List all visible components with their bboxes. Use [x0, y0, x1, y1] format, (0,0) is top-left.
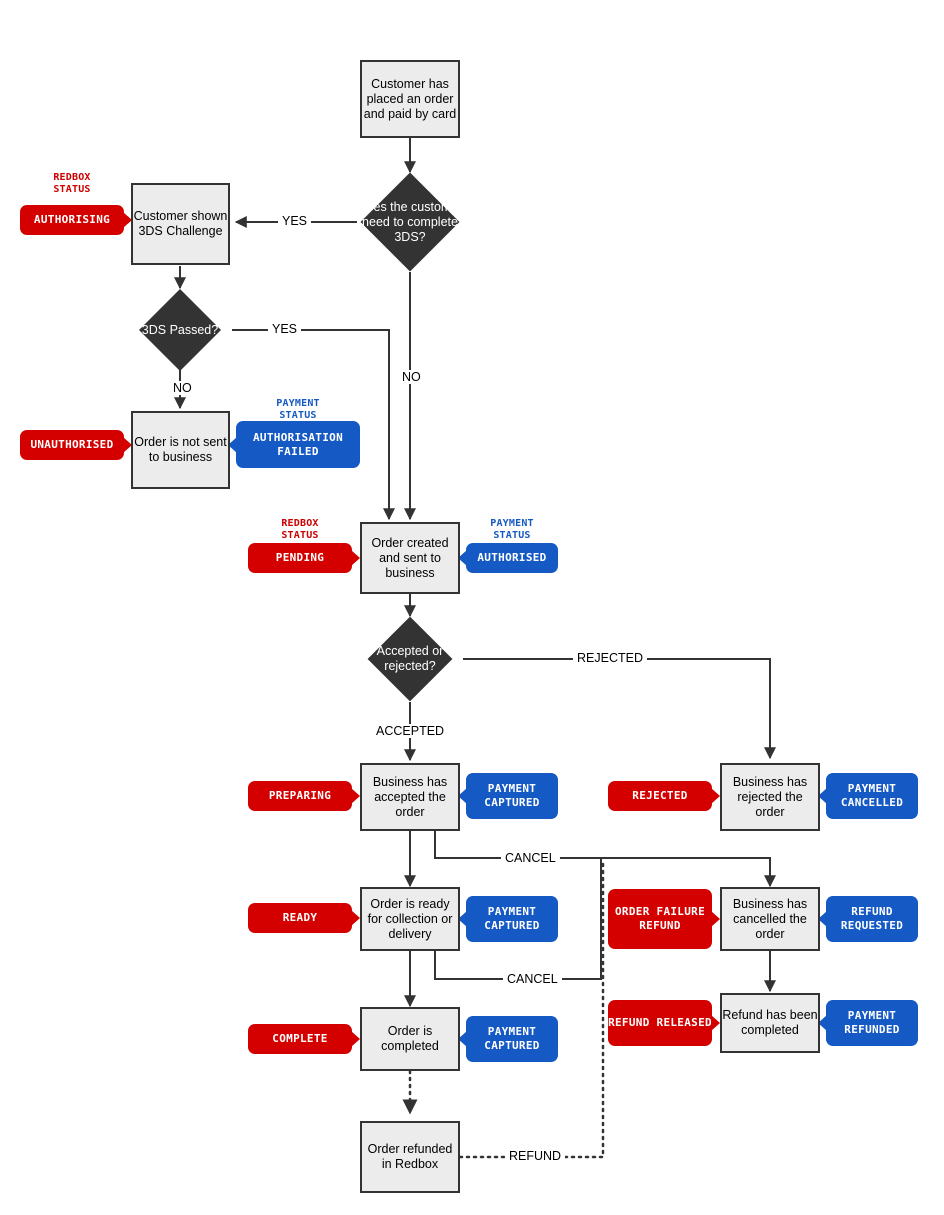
- badge-label: AUTHORISED: [477, 551, 547, 564]
- caption-line-2: STATUS: [53, 184, 91, 195]
- caption-line-1: REDBOX: [281, 518, 319, 529]
- caption-line-2: STATUS: [493, 530, 531, 541]
- badge-label: REFUND RELEASED: [608, 1016, 712, 1029]
- node-order-completed[interactable]: Order is completed: [360, 1007, 460, 1071]
- badge-label: PAYMENT CAPTURED: [484, 782, 540, 809]
- edge-label-text: CANCEL: [507, 972, 558, 986]
- caption-line-2: STATUS: [279, 410, 317, 421]
- node-label: Order is completed: [381, 1024, 439, 1053]
- badge-authorising[interactable]: AUTHORISING: [20, 205, 132, 235]
- badge-order-failure-refund[interactable]: ORDER FAILURE REFUND: [608, 889, 720, 949]
- edge-label-text: YES: [272, 322, 298, 336]
- badge-label: READY: [282, 911, 318, 924]
- badge-label: COMPLETE: [272, 1032, 328, 1045]
- badge-payment-captured-ready[interactable]: PAYMENT CAPTURED: [458, 896, 558, 942]
- edge-label-text: CANCEL: [505, 851, 556, 865]
- node-label: Business has cancelled the order: [732, 896, 808, 941]
- edge-label-text: REFUND: [509, 1149, 562, 1163]
- caption-payment-status-authorised: PAYMENT STATUS: [466, 518, 558, 542]
- badge-authorisation-failed[interactable]: AUTHORISATION FAILED: [228, 421, 360, 468]
- badge-label: REFUND REQUESTED: [840, 905, 904, 932]
- node-label: Business has rejected the order: [732, 774, 808, 819]
- badge-payment-refunded[interactable]: PAYMENT REFUNDED: [818, 1000, 918, 1046]
- edge-label-no-passed: NO: [169, 381, 196, 395]
- badge-label: PAYMENT REFUNDED: [844, 1009, 900, 1036]
- node-3ds-needed[interactable]: Does the customer need to complete 3DS?: [358, 172, 462, 272]
- badge-preparing[interactable]: PREPARING: [248, 781, 360, 811]
- badge-label: PREPARING: [268, 789, 332, 802]
- badge-pending[interactable]: PENDING: [248, 543, 360, 573]
- caption-line-2: STATUS: [281, 530, 319, 541]
- edge-label-cancel-ready: CANCEL: [503, 972, 562, 986]
- node-3ds-challenge[interactable]: Customer shown 3DS Challenge: [131, 183, 230, 265]
- node-order-placed[interactable]: Customer has placed an order and paid by…: [360, 60, 460, 138]
- caption-redbox-status-authorising: REDBOX STATUS: [20, 172, 124, 196]
- badge-label: REJECTED: [632, 789, 688, 802]
- badge-rejected[interactable]: REJECTED: [608, 781, 720, 811]
- badge-payment-cancelled[interactable]: PAYMENT CANCELLED: [818, 773, 918, 819]
- badge-label: ORDER FAILURE REFUND: [615, 905, 705, 932]
- edge-label-text: NO: [173, 381, 192, 395]
- edge-label-no-3ds: NO: [398, 370, 425, 384]
- node-order-not-sent[interactable]: Order is not sent to business: [131, 411, 230, 489]
- badge-ready[interactable]: READY: [248, 903, 360, 933]
- node-3ds-passed[interactable]: 3DS Passed?: [138, 288, 222, 372]
- node-label: Customer shown 3DS Challenge: [133, 209, 228, 238]
- badge-unauthorised[interactable]: UNAUTHORISED: [20, 430, 132, 460]
- badge-refund-requested[interactable]: REFUND REQUESTED: [818, 896, 918, 942]
- edge-label-text: REJECTED: [577, 651, 643, 665]
- edge-label-rejected: REJECTED: [573, 651, 647, 665]
- node-business-rejected[interactable]: Business has rejected the order: [720, 763, 820, 831]
- edge-label-refund: REFUND: [505, 1149, 566, 1163]
- edge-label-cancel-accepted: CANCEL: [501, 851, 560, 865]
- caption-line-1: PAYMENT: [276, 398, 320, 409]
- badge-label: UNAUTHORISED: [30, 438, 114, 451]
- diamond-shape: [360, 172, 460, 272]
- node-label: Order refunded in Redbox: [367, 1142, 453, 1171]
- node-business-cancelled[interactable]: Business has cancelled the order: [720, 887, 820, 951]
- node-order-ready[interactable]: Order is ready for collection or deliver…: [360, 887, 460, 951]
- edge-label-yes-passed: YES: [268, 322, 302, 336]
- edge-label-text: NO: [402, 370, 421, 384]
- node-refund-completed[interactable]: Refund has been completed: [720, 993, 820, 1053]
- node-order-refunded-redbox[interactable]: Order refunded in Redbox: [360, 1121, 460, 1193]
- edge-label-text: YES: [282, 214, 308, 228]
- caption-payment-status-auth-failed: PAYMENT STATUS: [236, 398, 360, 422]
- node-order-created[interactable]: Order created and sent to business: [360, 522, 460, 594]
- diamond-shape: [367, 616, 453, 702]
- node-label: Order is ready for collection or deliver…: [367, 896, 453, 941]
- caption-redbox-status-pending: REDBOX STATUS: [248, 518, 352, 542]
- node-label: Customer has placed an order and paid by…: [363, 76, 457, 121]
- badge-label: AUTHORISATION FAILED: [253, 430, 343, 458]
- node-label: Order is not sent to business: [134, 435, 227, 464]
- node-business-accepted[interactable]: Business has accepted the order: [360, 763, 460, 831]
- badge-label: AUTHORISING: [33, 213, 111, 226]
- badge-label: PAYMENT CANCELLED: [840, 782, 904, 809]
- badge-authorised[interactable]: AUTHORISED: [458, 543, 558, 573]
- badge-refund-released[interactable]: REFUND RELEASED: [608, 1000, 720, 1046]
- badge-payment-captured-complete[interactable]: PAYMENT CAPTURED: [458, 1016, 558, 1062]
- edge-label-accepted: ACCEPTED: [372, 724, 449, 738]
- badge-label: PAYMENT CAPTURED: [484, 1025, 540, 1052]
- badge-label: PAYMENT CAPTURED: [484, 905, 540, 932]
- edge-label-yes-3ds: YES: [278, 214, 312, 228]
- caption-line-1: PAYMENT: [490, 518, 534, 529]
- badge-complete[interactable]: COMPLETE: [248, 1024, 360, 1054]
- node-label: Order created and sent to business: [371, 535, 449, 580]
- edge-refund-dotted: [458, 858, 605, 1159]
- edge-decision-rejected: [463, 658, 776, 760]
- node-label: Business has accepted the order: [372, 774, 448, 819]
- diamond-shape: [138, 288, 222, 372]
- node-accepted-or-rejected[interactable]: Accepted or rejected?: [367, 616, 453, 702]
- edge-label-text: ACCEPTED: [376, 724, 445, 738]
- badge-label: PENDING: [275, 551, 325, 564]
- edge-accepted-cancel: [434, 831, 776, 888]
- badge-payment-captured-accepted[interactable]: PAYMENT CAPTURED: [458, 773, 558, 819]
- node-label: Refund has been completed: [722, 1008, 818, 1037]
- caption-line-1: REDBOX: [53, 172, 91, 183]
